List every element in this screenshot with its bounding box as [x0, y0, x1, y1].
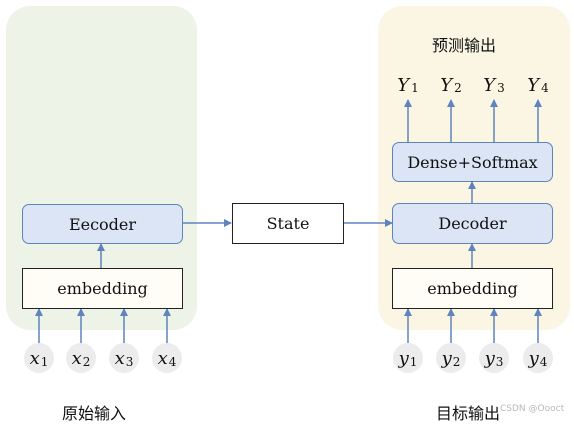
token-sub: 2 — [452, 355, 461, 369]
encoder-block: Eecoder — [22, 204, 183, 244]
dense-softmax-block: Dense+Softmax — [392, 142, 553, 182]
token-sub: 1 — [40, 355, 49, 369]
token-sub: 4 — [539, 355, 548, 369]
token-sub: 3 — [125, 355, 134, 369]
dense-softmax-label: Dense+Softmax — [407, 152, 538, 172]
token-sub: 3 — [495, 355, 504, 369]
encoder-embedding-label: embedding — [57, 279, 148, 298]
token-var: x — [114, 347, 125, 369]
token-var: Y — [483, 74, 496, 96]
decoder-embedding-label: embedding — [427, 279, 518, 298]
decoder-block: Decoder — [392, 203, 553, 244]
token-sub: 2 — [454, 81, 462, 95]
token-var: y — [484, 347, 495, 369]
decoder-label: Decoder — [438, 214, 507, 233]
encoder-label: Eecoder — [68, 214, 137, 234]
token-sub: 1 — [409, 355, 418, 369]
decoder-embedding-block: embedding — [392, 268, 553, 309]
token-var: x — [157, 347, 168, 369]
encoder-embedding-block: embedding — [22, 268, 183, 309]
token-sub: 4 — [541, 81, 549, 95]
token-var: Y — [440, 74, 453, 96]
state-block: State — [232, 203, 344, 244]
token-sub: 3 — [497, 81, 505, 95]
token-var: y — [528, 347, 539, 369]
encoder-input-arrows — [35, 308, 171, 343]
token-sub: 1 — [411, 81, 419, 95]
token-sub: 4 — [168, 355, 177, 369]
token-var: x — [71, 347, 82, 369]
token-sub: 2 — [82, 355, 91, 369]
decoder-caption: 目标输出 — [436, 404, 501, 423]
output-arrows — [404, 99, 542, 142]
decoder-top-caption: 预测输出 — [432, 36, 497, 55]
state-label: State — [266, 214, 310, 233]
token-var: x — [29, 347, 40, 369]
token-var: Y — [527, 74, 540, 96]
encoder-caption: 原始输入 — [62, 404, 127, 423]
token-var: Y — [397, 74, 410, 96]
token-var: y — [398, 347, 409, 369]
token-var: y — [441, 347, 452, 369]
watermark: CSDN @Oooct — [500, 404, 565, 414]
decoder-input-arrows — [404, 308, 542, 343]
